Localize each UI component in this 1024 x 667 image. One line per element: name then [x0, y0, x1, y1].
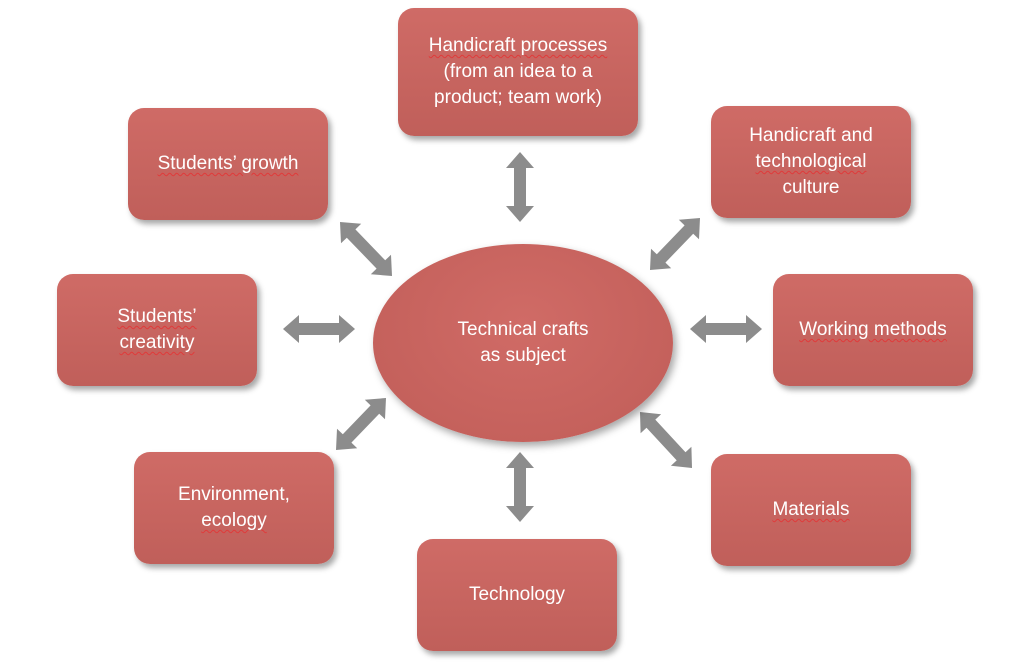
arrow-to-environment	[336, 398, 386, 450]
node-handicraft-processes-line1: Handicraft processes	[428, 35, 608, 56]
node-technology: Technology	[417, 539, 617, 651]
node-students-growth: Students’ growth	[128, 108, 328, 220]
node-handicraft-processes-line3: product; team work)	[434, 87, 602, 108]
node-handicraft-culture-line1: Handicraft and	[749, 125, 873, 146]
node-materials-label: Materials	[772, 499, 850, 520]
arrow-to-students-growth	[340, 222, 392, 276]
node-technology-label: Technology	[468, 584, 566, 605]
arrow-to-students-creativity	[283, 315, 355, 343]
node-working-methods-label: Working methods	[799, 319, 947, 340]
arrow-to-handicraft-culture	[650, 218, 700, 270]
node-handicraft-processes: Handicraft processes (from an idea to a …	[398, 8, 638, 136]
node-students-creativity-line1: Students’	[117, 306, 197, 327]
node-students-creativity-line2: creativity	[119, 332, 195, 353]
central-node-line1: Technical crafts	[457, 319, 589, 340]
arrow-to-materials	[640, 412, 692, 468]
node-handicraft-culture: Handicraft and technological culture	[711, 106, 911, 218]
node-environment-line2: ecology	[201, 510, 267, 531]
node-students-growth-label: Students’ growth	[157, 153, 299, 174]
node-students-creativity: Students’ creativity	[57, 274, 257, 386]
node-handicraft-culture-line3: culture	[782, 177, 840, 198]
arrow-to-handicraft-processes	[506, 152, 534, 222]
central-node-line2: as subject	[480, 345, 566, 366]
central-node-technical-crafts: Technical crafts as subject	[373, 244, 673, 442]
node-working-methods: Working methods	[773, 274, 973, 386]
node-handicraft-culture-line2: technological	[755, 151, 867, 172]
node-materials: Materials	[711, 454, 911, 566]
node-environment-line1: Environment,	[178, 484, 290, 505]
node-environment-ecology: Environment, ecology	[134, 452, 334, 564]
arrow-to-working-methods	[690, 315, 762, 343]
node-handicraft-processes-line2: (from an idea to a	[443, 61, 593, 82]
arrow-to-technology	[506, 452, 534, 522]
